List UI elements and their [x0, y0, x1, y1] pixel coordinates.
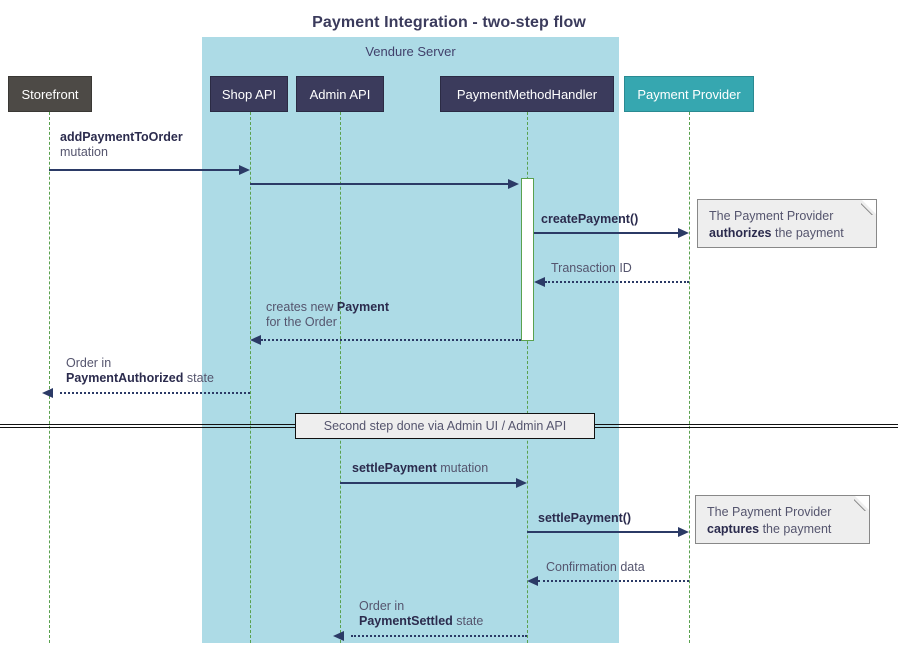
message-label-order-payment-authorized: Order in PaymentAuthorized state	[66, 356, 214, 386]
message-label-add-payment-to-order: addPaymentToOrder mutation	[60, 130, 183, 160]
message-line-settle-payment-mutation	[340, 482, 517, 484]
message-label-line2: Order in	[359, 599, 405, 613]
participant-payment-provider[interactable]: Payment Provider	[624, 76, 754, 112]
message-label-creates-new-payment: creates new Payment for the Order	[266, 300, 389, 330]
message-label-bold: createPayment()	[541, 212, 639, 226]
message-label-plain: Transaction ID	[551, 261, 632, 275]
lifeline-paymentmethodhandler	[527, 112, 528, 643]
message-label-plain: state	[183, 371, 214, 385]
message-arrowhead-transaction-id	[534, 277, 545, 287]
message-label-bold: Payment	[336, 300, 389, 314]
note-provider-authorizes: The Payment Provider authorizes the paym…	[697, 199, 877, 248]
note-line-1: The Payment Provider	[709, 209, 834, 223]
note-line-1: The Payment Provider	[707, 505, 832, 519]
message-label-plain: creates new	[266, 300, 337, 314]
note-bold: captures	[707, 522, 760, 536]
message-arrowhead-creates-new-payment	[250, 335, 261, 345]
message-label-bold: settlePayment()	[538, 511, 632, 525]
divider-box: Second step done via Admin UI / Admin AP…	[295, 413, 595, 439]
message-label-line2: Order in	[66, 356, 112, 370]
message-label-settle-payment-call: settlePayment()	[538, 511, 631, 526]
message-arrowhead-add-payment-to-order	[239, 165, 250, 175]
group-box-label: Vendure Server	[365, 44, 456, 59]
message-label-create-payment: createPayment()	[541, 212, 638, 227]
page-title: Payment Integration - two-step flow	[312, 14, 586, 31]
note-fold-edge-icon	[861, 199, 877, 215]
message-label-bold: settlePayment	[352, 461, 437, 475]
message-label-confirmation-data: Confirmation data	[546, 560, 645, 575]
message-arrowhead-shop-api-to-handler	[508, 179, 519, 189]
message-arrowhead-create-payment	[678, 228, 689, 238]
message-label-order-payment-settled: Order in PaymentSettled state	[359, 599, 483, 629]
participant-label: Shop API	[221, 86, 277, 102]
participant-paymentmethodhandler[interactable]: PaymentMethodHandler	[440, 76, 614, 112]
lifeline-payment-provider	[689, 112, 690, 643]
message-line-order-payment-authorized	[60, 392, 250, 394]
note-provider-captures: The Payment Provider captures the paymen…	[695, 495, 870, 544]
message-arrowhead-confirmation-data	[527, 576, 538, 586]
message-label-bold: addPaymentToOrder	[60, 130, 183, 144]
lifeline-admin-api	[340, 112, 341, 643]
message-line-confirmation-data	[538, 580, 689, 582]
note-bold: authorizes	[709, 226, 772, 240]
message-arrowhead-settle-payment-mutation	[516, 478, 527, 488]
participant-label: Storefront	[21, 86, 79, 102]
message-line-create-payment	[534, 232, 679, 234]
note-line-2-rest: the payment	[771, 226, 844, 240]
activation-bar-paymentmethodhandler	[521, 178, 534, 341]
message-line-shop-api-to-handler	[250, 183, 508, 185]
message-line-transaction-id	[545, 281, 689, 283]
participant-label: PaymentMethodHandler	[456, 86, 598, 102]
participant-shop-api[interactable]: Shop API	[210, 76, 288, 112]
message-label-settle-payment-mutation: settlePayment mutation	[352, 461, 488, 476]
message-line-order-payment-settled	[351, 635, 527, 637]
message-arrowhead-order-payment-settled	[333, 631, 344, 641]
note-fold-edge-icon	[854, 495, 870, 511]
participant-storefront[interactable]: Storefront	[8, 76, 92, 112]
message-line-settle-payment-call	[527, 531, 679, 533]
message-line-add-payment-to-order	[49, 169, 240, 171]
message-label-transaction-id: Transaction ID	[551, 261, 632, 276]
message-arrowhead-settle-payment-call	[678, 527, 689, 537]
message-label-line2: for the Order	[266, 315, 337, 329]
lifeline-storefront	[49, 112, 50, 643]
message-label-plain: state	[452, 614, 484, 628]
message-line-creates-new-payment	[261, 339, 521, 341]
message-label-bold: PaymentAuthorized	[66, 371, 184, 385]
participant-label: Payment Provider	[637, 86, 741, 102]
divider-label: Second step done via Admin UI / Admin AP…	[323, 419, 567, 433]
message-label-bold: PaymentSettled	[359, 614, 453, 628]
message-arrowhead-order-payment-authorized	[42, 388, 53, 398]
note-line-2-rest: the payment	[759, 522, 832, 536]
lifeline-shop-api	[250, 112, 251, 643]
participant-admin-api[interactable]: Admin API	[296, 76, 384, 112]
participant-label: Admin API	[309, 86, 371, 102]
message-label-plain: mutation	[436, 461, 489, 475]
message-label-line2: mutation	[60, 145, 108, 159]
message-label-plain: Confirmation data	[546, 560, 645, 574]
